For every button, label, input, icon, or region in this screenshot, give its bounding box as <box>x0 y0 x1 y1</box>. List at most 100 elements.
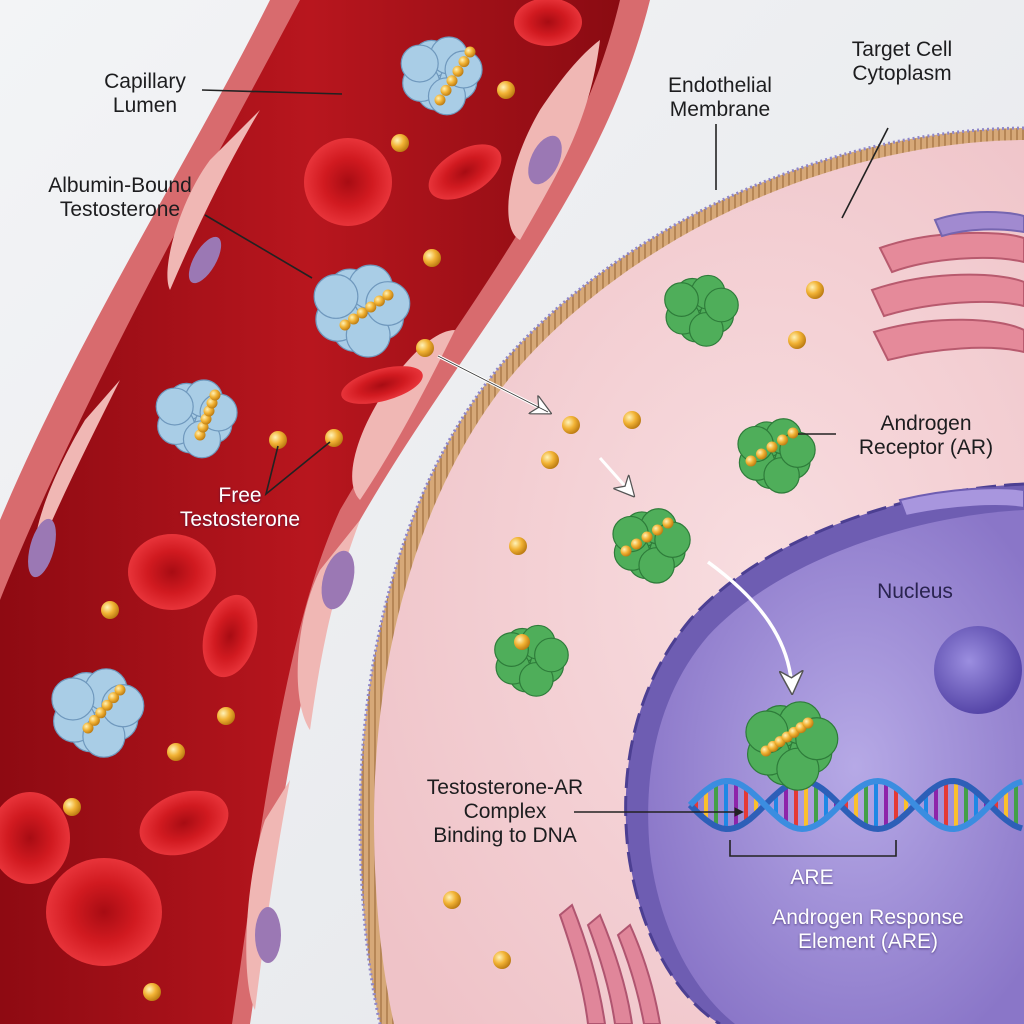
bound-testosterone <box>514 634 530 650</box>
label-line: Cytoplasm <box>852 62 952 85</box>
label-line: Endothelial <box>668 74 772 97</box>
free-testosterone-molecule <box>562 416 580 434</box>
leader-capillary-lumen <box>201 89 343 95</box>
label-line: Receptor (AR) <box>858 436 994 459</box>
androgen-receptors <box>494 274 839 791</box>
capillary-lumen-blood <box>0 0 620 1024</box>
golgi-apparatus-lower <box>558 903 662 1024</box>
free-testosterone-molecule <box>497 81 515 99</box>
albumin-proteins <box>51 36 483 758</box>
endothelial-cell <box>167 110 260 290</box>
endothelial-nucleus <box>255 907 281 963</box>
label-line: Androgen Response <box>772 906 964 929</box>
label-endothelial-membrane: Endothelial Membrane <box>640 74 800 122</box>
pathway-arrows <box>437 354 792 690</box>
membrane-outer-edge <box>358 126 1024 1024</box>
free-testosterone-molecule <box>143 983 161 1001</box>
label-line: Element (ARE) <box>797 930 939 953</box>
free-testosterone-molecule <box>416 339 434 357</box>
label-line: Albumin-Bound <box>48 174 192 197</box>
bound-testosterone <box>194 389 221 441</box>
free-testosterone-molecule <box>167 743 185 761</box>
entry-arrow-outline <box>437 355 549 413</box>
leader-albumin <box>204 214 313 279</box>
are-bracket <box>729 840 897 857</box>
red-blood-cell <box>202 594 258 678</box>
endothelial-nucleus <box>528 135 562 185</box>
label-free-testosterone: Free Testosterone <box>160 484 320 532</box>
label-line: Androgen <box>880 412 972 435</box>
leader-lines <box>201 89 897 857</box>
label-line: Testosterone-AR <box>426 776 584 799</box>
label-line: Capillary <box>104 70 186 93</box>
free-testosterone-molecule <box>217 707 235 725</box>
endothelial-nucleus <box>321 550 355 610</box>
free-testosterone-molecules <box>63 81 824 1001</box>
bound-testosterone <box>339 289 394 331</box>
endothelial-cell <box>297 520 360 730</box>
label-testosterone-ar-complex: Testosterone-AR Complex Binding to DNA <box>410 776 600 848</box>
red-blood-cell <box>0 792 70 884</box>
free-testosterone-molecule <box>806 281 824 299</box>
free-testosterone-molecule <box>443 891 461 909</box>
label-are: ARE <box>772 866 852 890</box>
label-line: Testosterone <box>179 508 301 531</box>
nuclear-pores <box>624 482 1024 1024</box>
label-androgen-receptor: Androgen Receptor (AR) <box>836 412 1016 460</box>
label-line: Complex <box>463 800 547 823</box>
bound-testosterone <box>745 427 799 467</box>
label-line: Testosterone <box>59 198 181 221</box>
free-testosterone-molecule <box>541 451 559 469</box>
red-blood-cell <box>428 144 502 200</box>
endothelial-cell <box>352 330 455 500</box>
label-line: Nucleus <box>877 580 953 603</box>
golgi-apparatus <box>870 211 1024 362</box>
capillary <box>0 0 650 1024</box>
dna-strand <box>687 777 1023 833</box>
label-line: Binding to DNA <box>433 824 577 847</box>
free-testosterone-molecule <box>788 331 806 349</box>
red-blood-cell <box>46 858 162 966</box>
red-blood-cell <box>128 534 216 610</box>
label-androgen-response-element: Androgen Response Element (ARE) <box>738 906 998 954</box>
nucleolus <box>934 626 1022 714</box>
label-line: Target Cell <box>851 38 953 61</box>
label-albumin-bound-testosterone: Albumin-Bound Testosterone <box>20 174 220 222</box>
red-blood-cell <box>514 0 582 46</box>
red-blood-cells <box>0 0 582 966</box>
red-blood-cell <box>304 138 392 226</box>
endothelial-nucleus <box>188 236 222 284</box>
bound-testosterone <box>434 46 476 106</box>
leader-target-cell <box>841 127 889 219</box>
bound-testosterone <box>760 717 814 757</box>
dna-strand <box>687 777 1023 833</box>
albumin-protein <box>400 36 483 116</box>
label-line: Lumen <box>112 94 178 117</box>
free-testosterone-molecule <box>391 134 409 152</box>
nuclear-entry-arrow <box>706 560 792 690</box>
endothelial-cell <box>246 780 290 1010</box>
androgen-receptor-protein <box>664 274 739 347</box>
label-line: Membrane <box>669 98 771 121</box>
label-line: ARE <box>790 866 834 889</box>
free-testosterone-molecule <box>63 798 81 816</box>
red-blood-cell <box>139 790 229 856</box>
free-testosterone-molecule <box>623 411 641 429</box>
free-testosterone-molecule <box>493 951 511 969</box>
bound-testosterone <box>82 684 126 734</box>
red-blood-cell <box>341 366 423 404</box>
dna-helix <box>687 777 1023 833</box>
label-line: Free <box>218 484 262 507</box>
endothelial-nucleus <box>28 518 56 578</box>
nucleoplasm <box>648 510 1024 1024</box>
label-nucleus: Nucleus <box>850 580 980 604</box>
label-capillary-lumen: Capillary Lumen <box>80 70 210 118</box>
label-target-cell-cytoplasm: Target Cell Cytoplasm <box>822 38 982 86</box>
free-testosterone-molecule <box>269 431 287 449</box>
binding-arrow <box>598 457 632 494</box>
bound-testosterone <box>620 517 674 557</box>
free-testosterone-molecule <box>423 249 441 267</box>
endoplasmic-reticulum <box>898 487 1024 518</box>
free-testosterone-molecule <box>509 537 527 555</box>
